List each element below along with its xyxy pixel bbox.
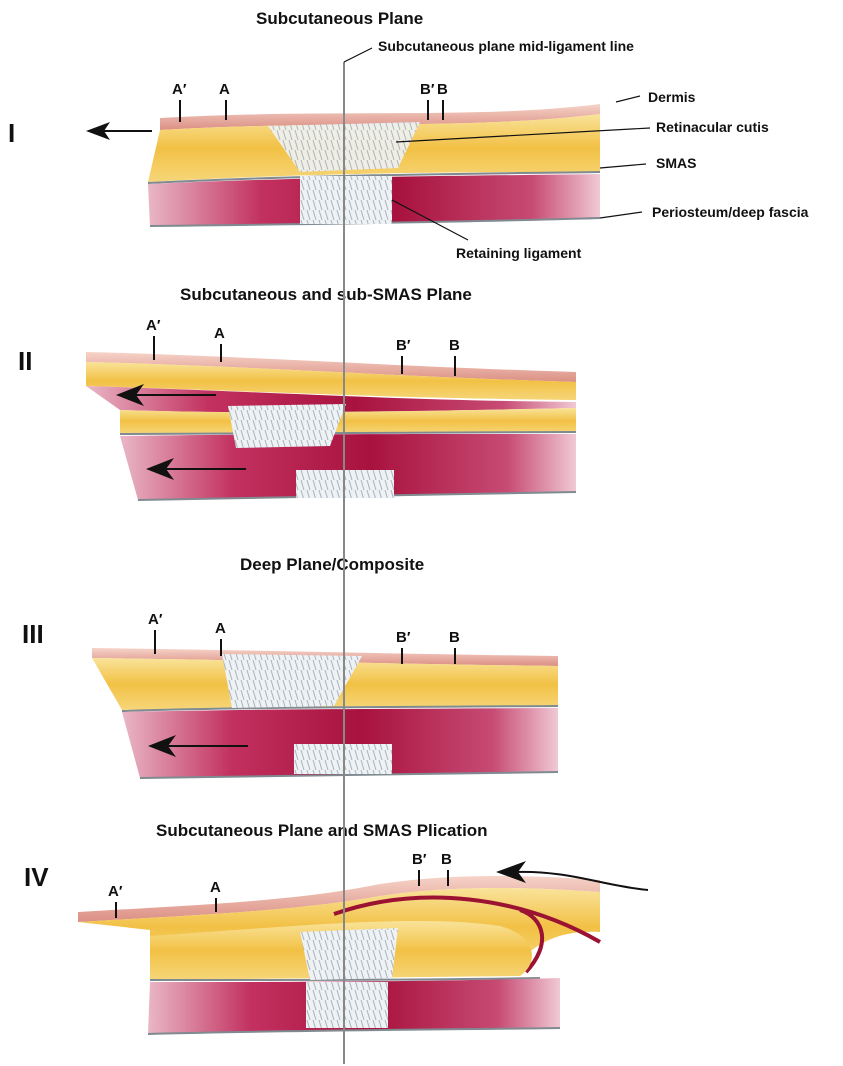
panel-4-point-a: A <box>210 879 221 896</box>
panel-4-numeral: IV <box>24 862 49 892</box>
panel-1-point-b: B <box>437 81 448 98</box>
panel-2-numeral: II <box>18 346 32 376</box>
panel-3-numeral: III <box>22 619 44 649</box>
panel-2-point-a-prime: A′ <box>146 317 161 334</box>
panel-1-title: Subcutaneous Plane <box>256 9 423 28</box>
panel-2-retinacular-cutis <box>228 404 346 448</box>
panel-3-point-a: A <box>215 620 226 637</box>
panel-4-point-b: B <box>441 851 452 868</box>
panel-4: Subcutaneous Plane and SMAS Plication IV… <box>24 821 648 1034</box>
label-periosteum: Periosteum/deep fascia <box>652 204 809 220</box>
panel-4-title: Subcutaneous Plane and SMAS Plication <box>156 821 488 840</box>
label-retinacular-cutis: Retinacular cutis <box>656 119 769 135</box>
panel-3-point-b: B <box>449 629 460 646</box>
label-retaining-ligament: Retaining ligament <box>456 245 582 261</box>
panel-1-point-a: A <box>219 81 230 98</box>
panel-4-point-b-prime: B′ <box>412 851 427 868</box>
panel-3-title: Deep Plane/Composite <box>240 555 424 574</box>
panel-2-title: Subcutaneous and sub-SMAS Plane <box>180 285 472 304</box>
panel-2: Subcutaneous and sub-SMAS Plane II A′ A … <box>18 285 576 500</box>
mid-ligament-line-label: Subcutaneous plane mid-ligament line <box>378 38 634 54</box>
panel-4-retaining-ligament <box>306 982 388 1028</box>
panel-1-point-b-prime: B′ <box>420 81 435 98</box>
panel-3: Deep Plane/Composite III A′ A B′ B <box>22 555 558 778</box>
panel-2-fat-lower <box>120 408 576 434</box>
panel-2-point-a: A <box>214 325 225 342</box>
panel-1-left-arrow <box>86 122 152 140</box>
panel-1-numeral: I <box>8 118 15 148</box>
panel-2-point-b-prime: B′ <box>396 337 411 354</box>
panel-4-point-a-prime: A′ <box>108 883 123 900</box>
panel-1-point-a-prime: A′ <box>172 81 187 98</box>
panel-2-point-b: B <box>449 337 460 354</box>
panel-4-retinacular-cutis <box>300 928 398 980</box>
panel-3-point-a-prime: A′ <box>148 611 163 628</box>
label-dermis: Dermis <box>648 89 696 105</box>
panel-1-retaining-ligament <box>300 176 392 224</box>
panel-3-point-b-prime: B′ <box>396 629 411 646</box>
label-smas: SMAS <box>656 155 696 171</box>
